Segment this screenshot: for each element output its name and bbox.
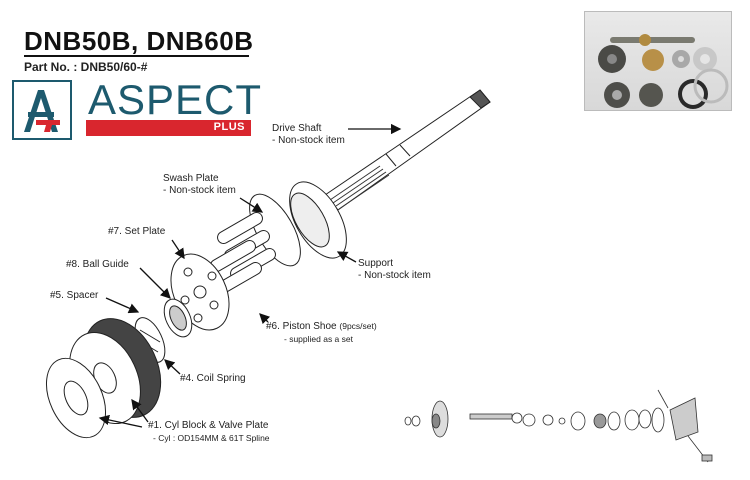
drive-shaft-name: Drive Shaft xyxy=(272,123,322,134)
logo-mark xyxy=(12,80,72,140)
support-note: - Non-stock item xyxy=(358,270,431,281)
cyl-block-arrow-1 xyxy=(131,398,149,423)
piston-shoe-note: - supplied as a set xyxy=(284,334,353,344)
parts-photo-image xyxy=(598,34,729,109)
label-piston-shoe: #6. Piston Shoe (9pcs/set) - supplied as… xyxy=(266,320,377,345)
logo-tagline-bar: PLUS xyxy=(86,120,251,136)
piston-shoe-qty: (9pcs/set) xyxy=(339,321,377,331)
piston-shoes-part xyxy=(210,212,276,294)
ball-guide-arrow xyxy=(139,267,171,299)
swash-plate-name: Swash Plate xyxy=(163,173,219,184)
piston-shoe-name: #6. Piston Shoe xyxy=(266,321,337,332)
label-ball-guide: #8. Ball Guide xyxy=(66,259,129,270)
full-assembly-diagram xyxy=(404,389,713,463)
label-spacer: #5. Spacer xyxy=(50,290,99,301)
logo-wordmark: ASPECT xyxy=(88,76,263,123)
piston-shoe-arrow xyxy=(259,313,271,325)
label-swash-plate: Swash Plate - Non-stock item xyxy=(163,173,236,197)
parts-kit-photo xyxy=(584,11,732,111)
logo-a-icon xyxy=(24,90,60,132)
title-divider xyxy=(24,55,249,57)
logo-tagline: PLUS xyxy=(213,121,245,133)
ball-guide-part xyxy=(163,298,193,338)
coil-spring-arrow xyxy=(164,359,181,375)
label-coil-spring: #4. Coil Spring xyxy=(180,373,246,384)
label-drive-shaft: Drive Shaft - Non-stock item xyxy=(272,123,345,147)
set-plate-arrow xyxy=(171,239,185,260)
swash-plate-arrow xyxy=(239,197,264,213)
model-title: DNB50B, DNB60B xyxy=(24,26,254,56)
valve-plate-part xyxy=(45,357,107,439)
cyl-block-note: - Cyl : OD154MM & 61T Spline xyxy=(153,433,270,443)
support-name: Support xyxy=(358,258,394,269)
spacer-arrow xyxy=(105,297,140,314)
drive-shaft-part xyxy=(324,89,491,211)
support-arrow xyxy=(336,251,357,263)
cyl-block-name: #1. Cyl Block & Valve Plate xyxy=(148,420,269,431)
label-support: Support - Non-stock item xyxy=(358,258,431,282)
label-cyl-block: #1. Cyl Block & Valve Plate - Cyl : OD15… xyxy=(148,420,270,444)
label-set-plate: #7. Set Plate xyxy=(108,226,166,237)
part-number: Part No. : DNB50/60-# xyxy=(24,60,148,74)
swash-plate-note: - Non-stock item xyxy=(163,185,236,196)
drive-shaft-note: - Non-stock item xyxy=(272,135,345,146)
cyl-block-arrow-2 xyxy=(98,414,143,428)
